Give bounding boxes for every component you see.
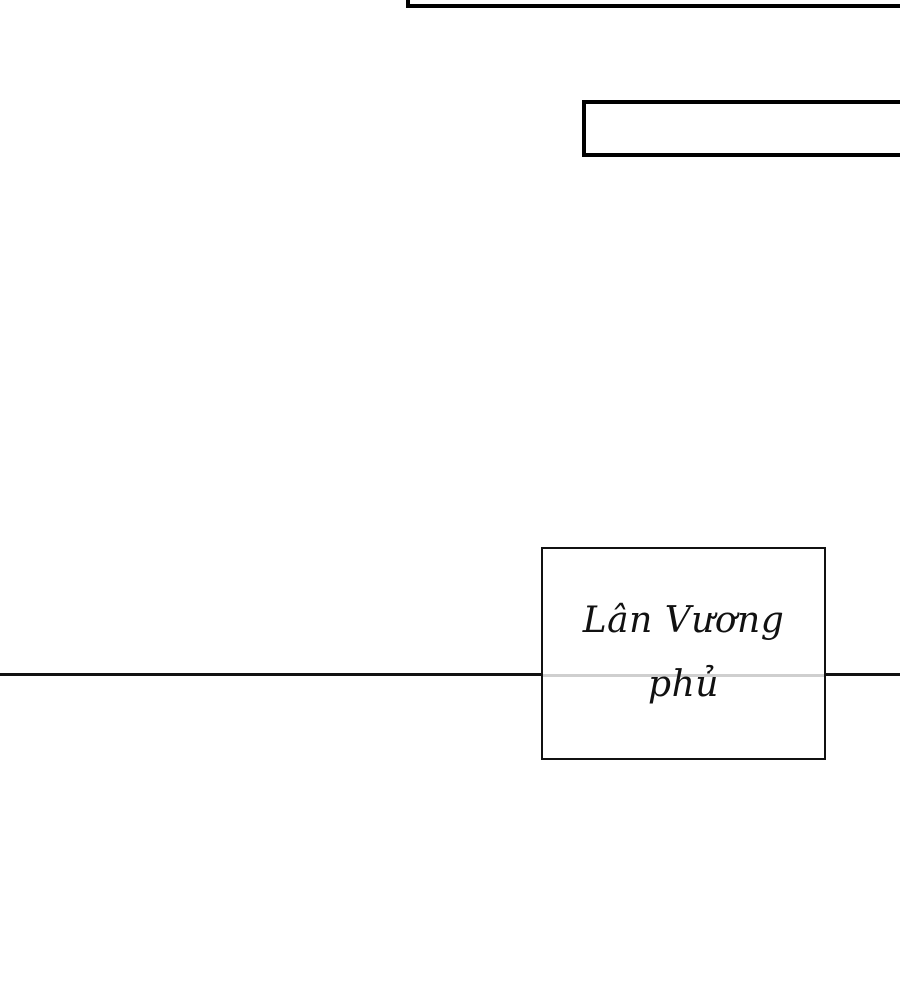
horizon-line	[0, 673, 900, 676]
caption-line-1: Lân Vương	[582, 600, 785, 641]
caption-box: Lân Vương phủ	[541, 547, 826, 760]
caption-box-crossing-line	[543, 674, 824, 677]
middle-panel-frame	[582, 100, 900, 157]
caption-text: Lân Vương phủ	[543, 589, 824, 717]
top-panel-frame	[406, 0, 900, 8]
caption-line-2: phủ	[648, 664, 719, 705]
